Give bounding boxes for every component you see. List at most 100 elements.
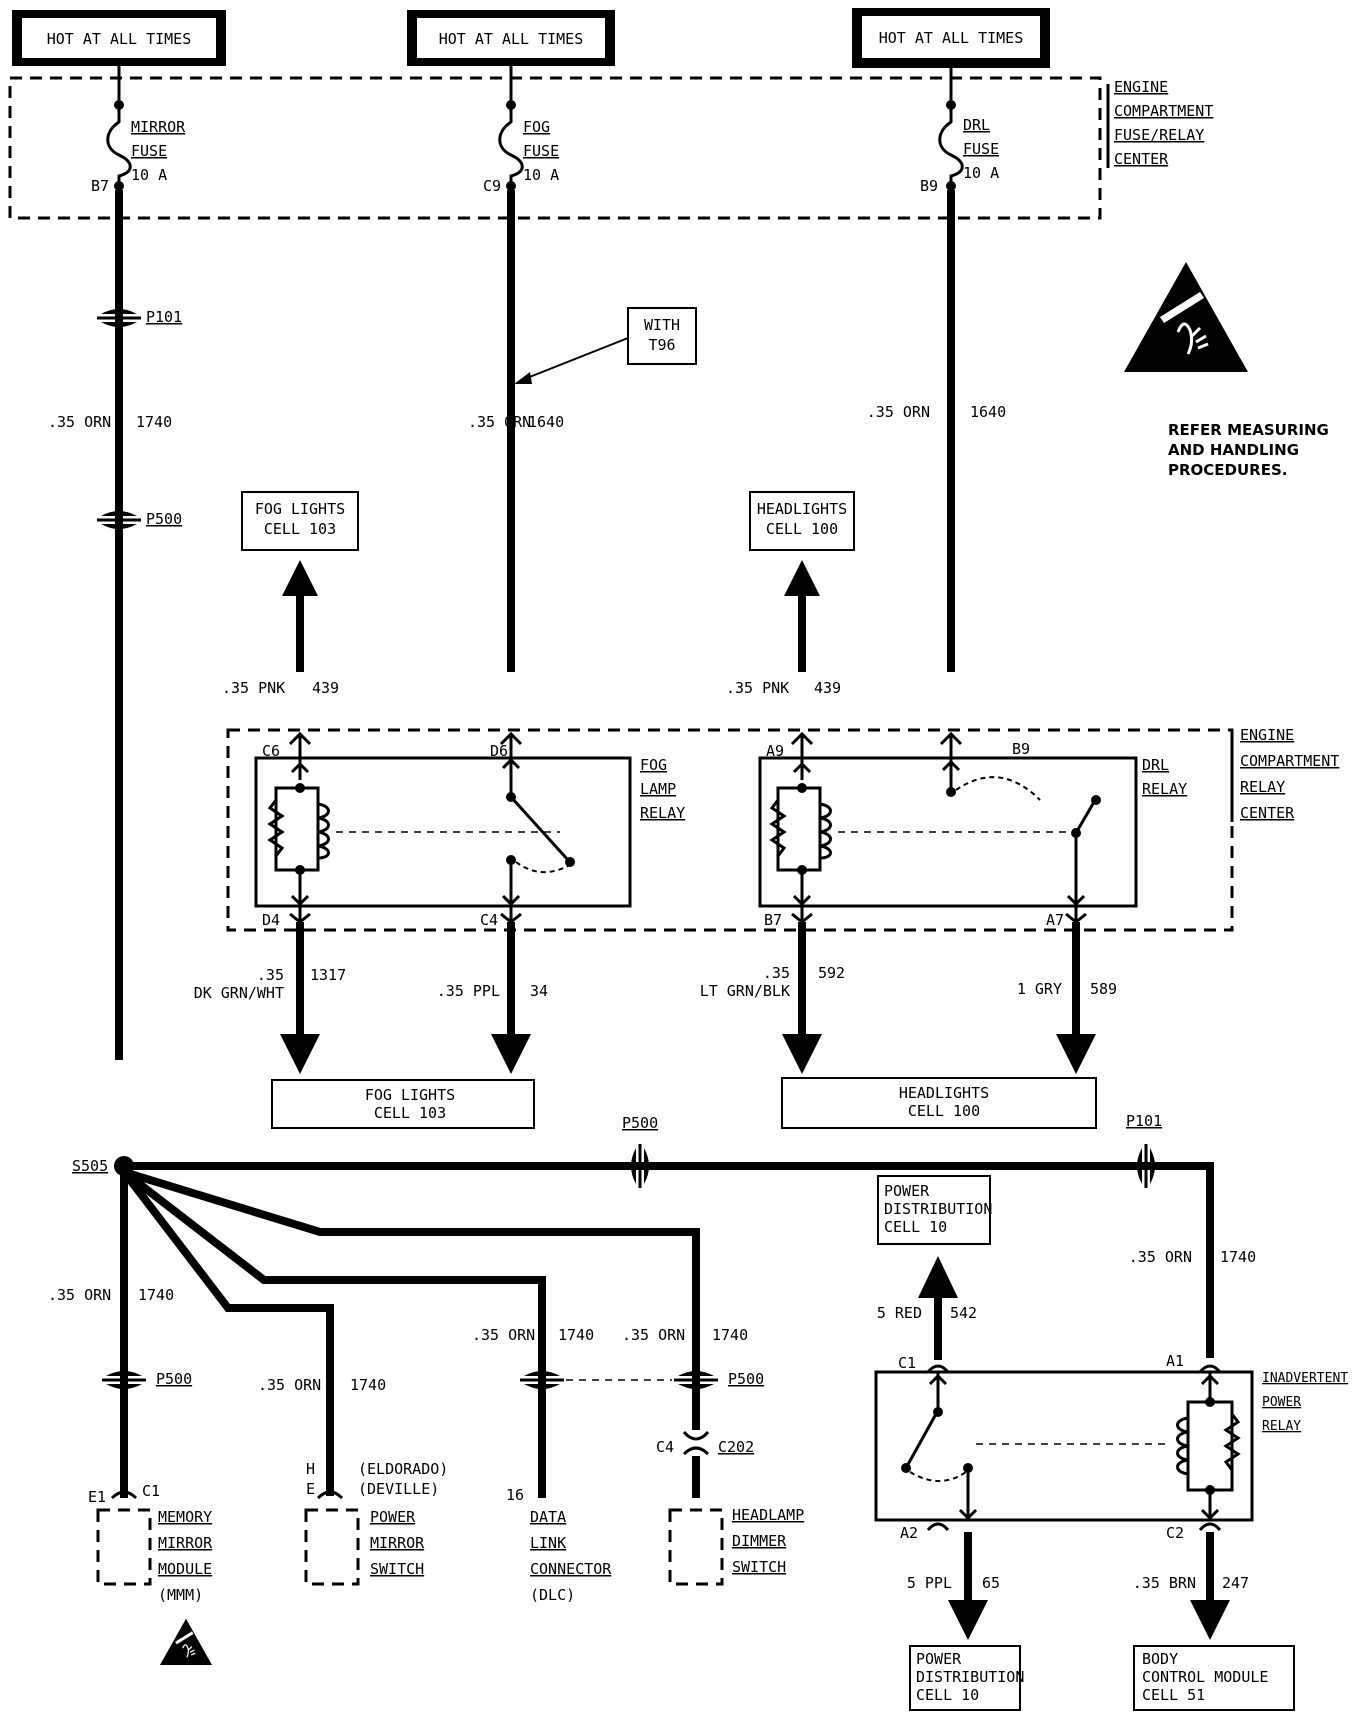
arrow-a2 bbox=[948, 1600, 988, 1640]
svg-text:POWER: POWER bbox=[1262, 1395, 1301, 1410]
svg-text:10 A: 10 A bbox=[963, 164, 999, 182]
headlights-cell-ref-bottom: HEADLIGHTS CELL 100 bbox=[781, 1077, 1097, 1129]
svg-text:1740: 1740 bbox=[138, 1286, 174, 1304]
svg-text:CELL 51: CELL 51 bbox=[1142, 1686, 1205, 1704]
svg-text:RELAY: RELAY bbox=[640, 804, 685, 822]
svg-text:BODY: BODY bbox=[1142, 1650, 1178, 1668]
svg-text:D6: D6 bbox=[490, 742, 508, 760]
svg-text:DIMMER: DIMMER bbox=[732, 1532, 787, 1550]
svg-text:COMPARTMENT: COMPARTMENT bbox=[1114, 102, 1213, 120]
svg-text:5 RED: 5 RED bbox=[877, 1304, 922, 1322]
svg-text:DISTRIBUTION: DISTRIBUTION bbox=[884, 1200, 992, 1218]
svg-text:FOG: FOG bbox=[523, 118, 550, 136]
svg-text:REFER MEASURING: REFER MEASURING bbox=[1168, 421, 1329, 439]
svg-text:POWER: POWER bbox=[370, 1508, 416, 1526]
svg-text:.35 PNK: .35 PNK bbox=[726, 679, 789, 697]
svg-text:.35 ORN: .35 ORN bbox=[1129, 1248, 1192, 1266]
svg-text:RELAY: RELAY bbox=[1262, 1419, 1301, 1434]
svg-text:C2: C2 bbox=[1166, 1524, 1184, 1542]
svg-text:P500: P500 bbox=[156, 1370, 192, 1388]
svg-text:542: 542 bbox=[950, 1304, 977, 1322]
svg-text:RELAY: RELAY bbox=[1240, 778, 1285, 796]
headlights-cell-ref-top: HEADLIGHTS CELL 100 bbox=[749, 491, 855, 551]
svg-text:T96: T96 bbox=[648, 336, 675, 354]
power-source-label-2: HOT AT ALL TIMES bbox=[439, 30, 584, 48]
svg-text:10 A: 10 A bbox=[131, 166, 167, 184]
memory-mirror-module: E1 C1 MEMORY MIRROR MODULE (MMM) bbox=[88, 1482, 213, 1604]
svg-text:CELL 103: CELL 103 bbox=[264, 520, 336, 538]
svg-text:CELL 100: CELL 100 bbox=[908, 1102, 980, 1120]
svg-text:.35 ORN: .35 ORN bbox=[258, 1376, 321, 1394]
svg-text:CONNECTOR: CONNECTOR bbox=[530, 1560, 612, 1578]
svg-text:1317: 1317 bbox=[310, 966, 346, 984]
arrow-d4 bbox=[280, 1034, 320, 1074]
headlamp-dimmer-switch: HEADLAMP DIMMER SWITCH bbox=[668, 1506, 804, 1586]
svg-text:C1: C1 bbox=[142, 1482, 160, 1500]
svg-text:A1: A1 bbox=[1166, 1352, 1184, 1370]
svg-text:PROCEDURES.: PROCEDURES. bbox=[1168, 461, 1287, 479]
relay-center-boundary bbox=[226, 728, 1234, 932]
svg-text:ENGINE: ENGINE bbox=[1240, 726, 1294, 744]
svg-text:CENTER: CENTER bbox=[1114, 150, 1169, 168]
drl-fuse: DRL FUSE 10 A B9 bbox=[920, 100, 999, 195]
svg-text:SWITCH: SWITCH bbox=[732, 1558, 786, 1576]
svg-text:.35 ORN: .35 ORN bbox=[48, 1286, 111, 1304]
svg-text:FOG LIGHTS: FOG LIGHTS bbox=[365, 1086, 455, 1104]
wire-s505-to-pms bbox=[120, 1169, 334, 1430]
inadvertent-power-relay-label: INADVERTENT POWER RELAY bbox=[1262, 1371, 1348, 1434]
svg-text:C202: C202 bbox=[718, 1438, 754, 1456]
svg-text:POWER: POWER bbox=[916, 1650, 962, 1668]
arrow-c2 bbox=[1190, 1600, 1230, 1640]
svg-text:.35 PPL: .35 PPL bbox=[437, 982, 500, 1000]
svg-text:CELL 103: CELL 103 bbox=[374, 1104, 446, 1122]
svg-text:P500: P500 bbox=[728, 1370, 764, 1388]
svg-text:DISTRIBUTION: DISTRIBUTION bbox=[916, 1668, 1024, 1686]
svg-text:HEADLIGHTS: HEADLIGHTS bbox=[757, 500, 847, 518]
fog-fuse: FOG FUSE 10 A C9 bbox=[483, 100, 559, 195]
svg-text:B7: B7 bbox=[91, 177, 109, 195]
svg-text:B9: B9 bbox=[1012, 740, 1030, 758]
svg-text:1740: 1740 bbox=[558, 1326, 594, 1344]
svg-text:1740: 1740 bbox=[350, 1376, 386, 1394]
svg-text:(MMM): (MMM) bbox=[158, 1586, 203, 1604]
svg-text:INADVERTENT: INADVERTENT bbox=[1262, 1371, 1348, 1386]
svg-text:SWITCH: SWITCH bbox=[370, 1560, 424, 1578]
svg-text:439: 439 bbox=[814, 679, 841, 697]
svg-text:.35 PNK: .35 PNK bbox=[222, 679, 285, 697]
wire-s505-to-ipr bbox=[124, 1162, 1214, 1358]
svg-text:(ELDORADO): (ELDORADO) bbox=[358, 1460, 448, 1478]
svg-text:439: 439 bbox=[312, 679, 339, 697]
esd-warning-icon-small bbox=[159, 1618, 213, 1666]
svg-text:MEMORY: MEMORY bbox=[158, 1508, 212, 1526]
svg-text:B7: B7 bbox=[764, 911, 782, 929]
svg-text:.35 ORN: .35 ORN bbox=[622, 1326, 685, 1344]
fog-lights-cell-ref-top: FOG LIGHTS CELL 103 bbox=[241, 491, 359, 551]
svg-text:COMPARTMENT: COMPARTMENT bbox=[1240, 752, 1339, 770]
fog-lamp-relay: C6 D6 D4 C4 bbox=[254, 731, 632, 929]
power-distribution-cell-ref-top: POWER DISTRIBUTION CELL 10 bbox=[877, 1175, 992, 1245]
c202-connector: C4 C202 bbox=[656, 1430, 754, 1456]
arrow-a7 bbox=[1056, 1034, 1096, 1074]
wire-s505-to-hds bbox=[122, 1168, 700, 1430]
svg-text:FUSE: FUSE bbox=[963, 140, 999, 158]
drl-relay: A9 B9 B7 A7 bbox=[758, 731, 1138, 929]
svg-text:34: 34 bbox=[530, 982, 548, 1000]
svg-text:A2: A2 bbox=[900, 1524, 918, 1542]
p101-inline-connector-mid bbox=[1135, 1142, 1157, 1190]
with-t96-note: WITH T96 bbox=[514, 307, 697, 384]
svg-text:.35 ORN: .35 ORN bbox=[468, 413, 531, 431]
svg-text:CENTER: CENTER bbox=[1240, 804, 1295, 822]
svg-text:1740: 1740 bbox=[136, 413, 172, 431]
p101-inline-connector-top bbox=[95, 307, 143, 329]
svg-text:H: H bbox=[306, 1460, 315, 1478]
fuse-center-label: ENGINE COMPARTMENT FUSE/RELAY CENTER bbox=[1106, 78, 1213, 168]
svg-text:.35 ORN: .35 ORN bbox=[48, 413, 111, 431]
svg-text:10 A: 10 A bbox=[523, 166, 559, 184]
svg-text:AND HANDLING: AND HANDLING bbox=[1168, 441, 1299, 459]
svg-text:C1: C1 bbox=[898, 1354, 916, 1372]
svg-text:D4: D4 bbox=[262, 911, 280, 929]
svg-text:FOG: FOG bbox=[640, 756, 667, 774]
arrow-c4 bbox=[491, 1034, 531, 1074]
svg-text:247: 247 bbox=[1222, 1574, 1249, 1592]
